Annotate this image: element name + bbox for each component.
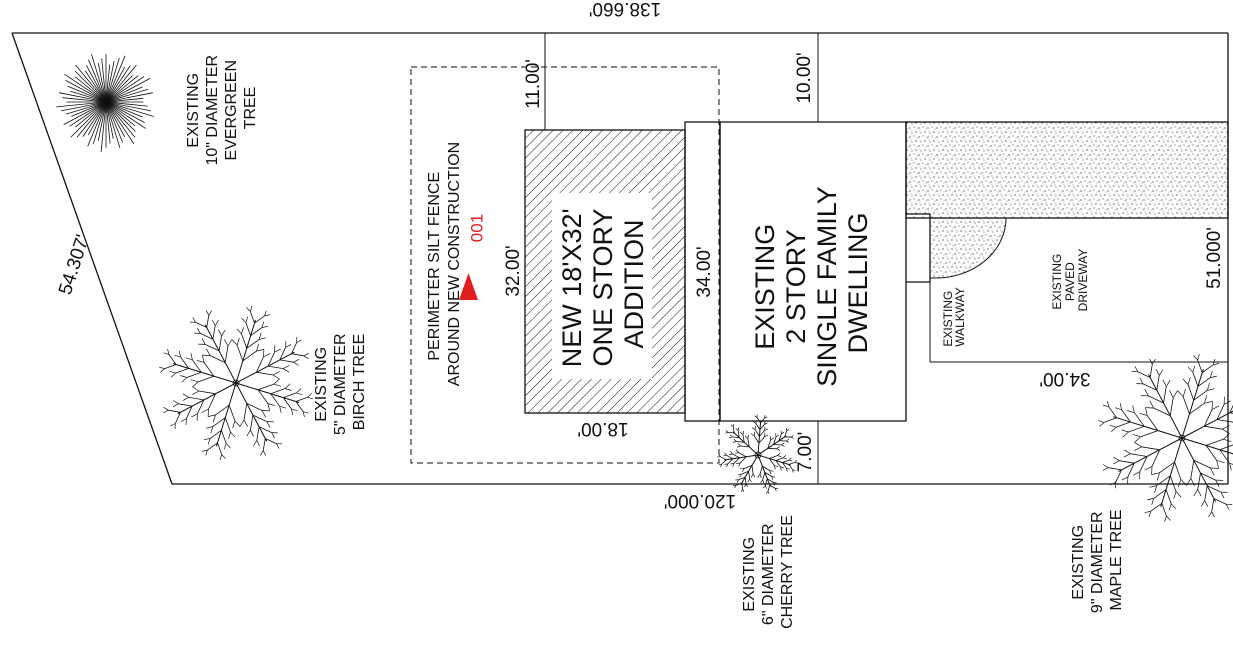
dim-dwelling-length: 34.00': [694, 246, 715, 297]
silt-fence-label-line: AROUND NEW CONSTRUCTION: [446, 142, 463, 386]
dwelling-label-line: SINGLE FAMILY: [812, 186, 842, 387]
evergreen-tree-label: EXISTING 10" DIAMETER EVERGREEN TREE: [185, 50, 259, 165]
driveway-label-line: EXISTING: [1050, 254, 1064, 310]
driveway-paved: [905, 121, 1229, 219]
dim-setback-rear-addition: 11.00': [523, 59, 544, 109]
dim-setback-side-dwelling: 7.00': [795, 432, 816, 473]
lot-line-left: [11, 32, 173, 485]
dim-setback-rear-dwelling: 10.00': [794, 52, 815, 103]
birch-tree-label: EXISTING 5" DIAMETER BIRCH TREE: [313, 329, 368, 435]
tree-label-line: CHERRY TREE: [779, 515, 796, 629]
marker-triangle: [459, 273, 478, 300]
tree-label-line: TREE: [242, 87, 259, 130]
tree-label-line: 5" DIAMETER: [332, 333, 349, 435]
dim-dwelling-width: 34.00': [1039, 368, 1090, 389]
walkway-label-line: EXISTING: [941, 291, 955, 347]
driveway-label-line: DRIVEWAY: [1076, 249, 1090, 312]
dim-left-lot-line: 54.307': [55, 232, 94, 297]
tree-label-line: 10" DIAMETER: [204, 55, 221, 166]
tree-label-line: EXISTING: [185, 73, 202, 148]
walkway-label: EXISTING WALKWAY: [941, 287, 967, 347]
tree-label-line: EXISTING: [741, 537, 758, 612]
dim-addition-width: 18.00': [577, 418, 628, 439]
addition-label-line: ONE STORY: [588, 209, 618, 367]
silt-fence-label-line: PERIMETER SILT FENCE: [426, 172, 443, 361]
addition-label-line: NEW 18'X32': [557, 208, 587, 367]
silt-fence-label: PERIMETER SILT FENCE AROUND NEW CONSTRUC…: [426, 142, 463, 386]
tree-label-line: 9" DIAMETER: [1089, 511, 1106, 613]
dwelling-label-line: EXISTING: [750, 224, 780, 350]
addition-label: NEW 18'X32' ONE STORY ADDITION: [557, 201, 649, 367]
dwelling-label-line: DWELLING: [843, 212, 873, 353]
dwelling-label-line: 2 STORY: [781, 229, 811, 344]
dim-bottom-lot-line: 120.000': [664, 490, 736, 511]
dwelling-label: EXISTING 2 STORY SINGLE FAMILY DWELLING: [750, 179, 873, 387]
dim-addition-length: 32.00': [503, 245, 524, 296]
tree-label-line: 6" DIAMETER: [760, 523, 777, 625]
addition-label-line: ADDITION: [619, 219, 649, 348]
maple-tree-label: EXISTING 9" DIAMETER MAPLE TREE: [1070, 507, 1125, 613]
birch-tree-symbol: [159, 306, 313, 460]
dim-top-lot-line: 138.660': [589, 0, 661, 19]
cherry-tree-label: EXISTING 6" DIAMETER CHERRY TREE: [741, 515, 796, 629]
driveway-label-line: PAVED: [1063, 262, 1077, 301]
driveway-label: EXISTING PAVED DRIVEWAY: [1050, 249, 1090, 312]
silt-fence-boundary: [410, 66, 720, 464]
addition-label-backing: [552, 193, 652, 379]
cherry-tree-symbol: [717, 414, 798, 495]
maple-tree-symbol: [1098, 354, 1233, 522]
dim-right-lot-line: 51.000': [1204, 227, 1225, 289]
tree-label-line: MAPLE TREE: [1108, 509, 1125, 610]
lot-boundary: [11, 32, 1229, 485]
tree-label-line: EXISTING: [1070, 525, 1087, 600]
evergreen-tree-symbol: [56, 54, 154, 152]
tree-label-line: EVERGREEN: [223, 60, 240, 160]
dimension-lines: [525, 33, 1229, 484]
marker-id: 001: [467, 214, 486, 242]
walkway-label-line: WALKWAY: [953, 287, 967, 347]
tree-label-line: EXISTING: [313, 347, 330, 422]
tree-label-line: BIRCH TREE: [351, 334, 368, 431]
walkway-paved: [929, 217, 1007, 279]
